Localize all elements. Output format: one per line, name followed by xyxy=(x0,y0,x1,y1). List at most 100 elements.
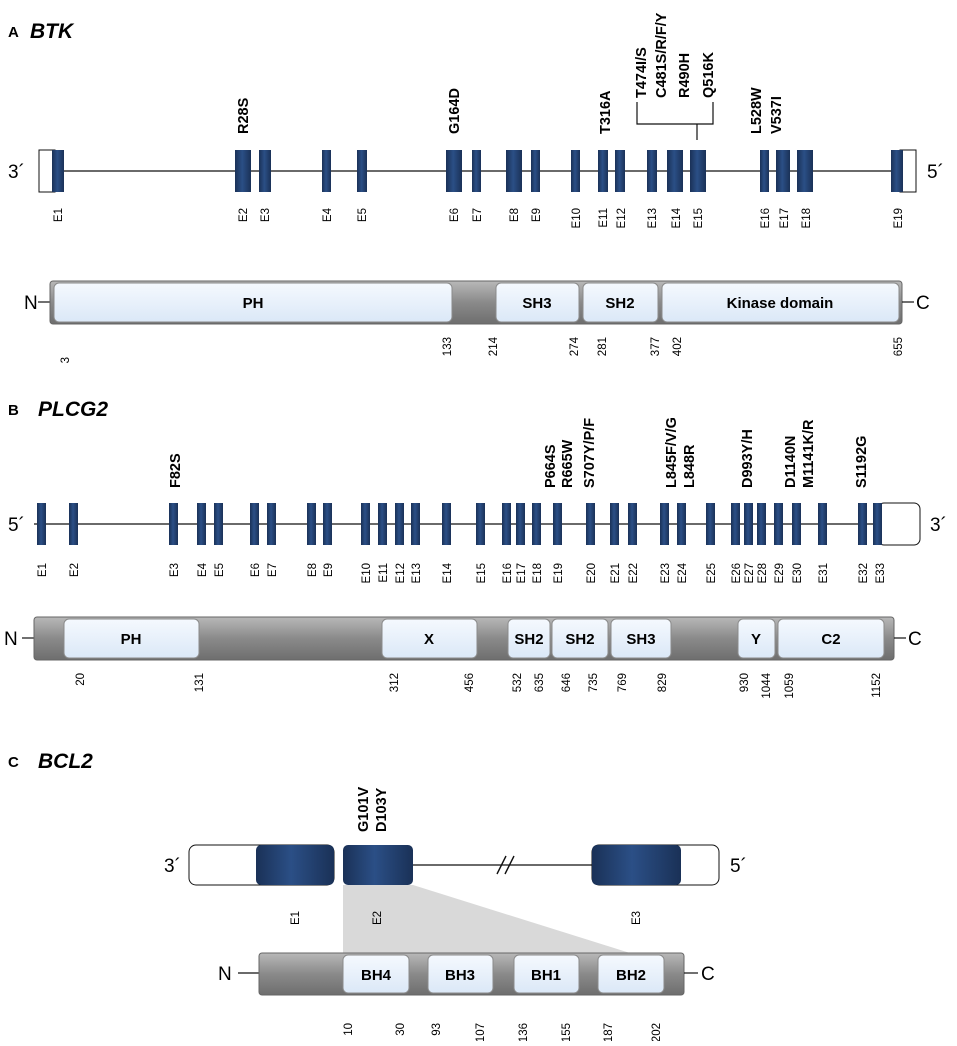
plcg2-exon-label: E4 xyxy=(197,562,209,577)
bcl2-exon-label: E1 xyxy=(290,911,302,925)
plcg2-domain-label: Y xyxy=(751,631,761,648)
bcl2-domain-labels: BH4 BH3 BH1 BH2 xyxy=(361,967,646,984)
plcg2-exon-label: E30 xyxy=(792,563,804,583)
panel-a: A BTK 3´ 5´ xyxy=(8,12,944,363)
plcg2-exon-label: E13 xyxy=(411,563,423,583)
plcg2-exons xyxy=(37,503,882,545)
plcg2-mutation-labels: F82S P664S R665W S707Y/P/F L845F/V/G L84… xyxy=(168,417,870,488)
bcl2-protein-n-label: N xyxy=(218,964,232,985)
plcg2-exon-label: E7 xyxy=(267,563,279,577)
btk-exon-label: E6 xyxy=(449,208,461,222)
bcl2-domain-bh3 xyxy=(427,954,494,994)
plcg2-exon xyxy=(307,503,316,545)
bcl2-left-end-label: 3´ xyxy=(164,856,181,877)
plcg2-exon xyxy=(169,503,178,545)
bcl2-mutation-label: G101V xyxy=(356,787,372,832)
panel-a-gene-name: BTK xyxy=(30,20,75,43)
plcg2-domain-ph xyxy=(63,618,200,659)
plcg2-exon xyxy=(706,503,715,545)
btk-exon xyxy=(647,150,657,192)
btk-mutation-label: T316A xyxy=(598,90,614,134)
btk-exon-label: E11 xyxy=(598,208,610,228)
btk-domain-sh2 xyxy=(582,282,659,323)
btk-mutation-label: L528W xyxy=(749,87,765,134)
btk-exon-label: E15 xyxy=(693,208,705,228)
bcl2-position-label: 187 xyxy=(603,1023,615,1041)
btk-exon-label: E3 xyxy=(260,208,272,222)
bcl2-domains xyxy=(342,954,665,994)
btk-position-label: 214 xyxy=(488,336,500,356)
plcg2-position-label: 1044 xyxy=(761,672,773,698)
plcg2-exon-label: E18 xyxy=(532,563,544,583)
plcg2-mutation-label: M1141K/R xyxy=(801,419,817,488)
btk-exon-label: E9 xyxy=(531,208,543,222)
plcg2-position-label: 312 xyxy=(389,673,401,692)
plcg2-mutation-label: L848R xyxy=(682,444,698,488)
plcg2-exon-label: E23 xyxy=(660,563,672,583)
bcl2-position-label: 136 xyxy=(518,1023,530,1041)
plcg2-exon-label: E28 xyxy=(757,563,769,583)
plcg2-exon xyxy=(873,503,882,545)
bcl2-domain-bh1 xyxy=(513,954,580,994)
plcg2-domain-sh2-c xyxy=(551,618,609,659)
plcg2-domain-label: PH xyxy=(121,631,142,648)
plcg2-exon-label: E19 xyxy=(553,563,565,583)
plcg2-exon xyxy=(818,503,827,545)
plcg2-exon xyxy=(378,503,387,545)
panel-b-gene-name: PLCG2 xyxy=(38,398,108,421)
bcl2-protein-c-label: C xyxy=(701,964,715,985)
bcl2-right-end-label: 5´ xyxy=(730,856,747,877)
plcg2-exon-label: E10 xyxy=(361,563,373,583)
plcg2-exon xyxy=(250,503,259,545)
btk-exon-label: E13 xyxy=(647,208,659,228)
plcg2-exon-label: E31 xyxy=(818,563,830,583)
btk-exon-label: E18 xyxy=(801,208,813,228)
btk-left-end-label: 3´ xyxy=(8,162,25,183)
btk-exon xyxy=(891,150,903,192)
plcg2-position-label: 930 xyxy=(739,673,751,692)
panel-c-gene-name: BCL2 xyxy=(38,750,93,773)
bcl2-position-label: 107 xyxy=(475,1023,487,1041)
btk-exon xyxy=(52,150,64,192)
plcg2-domain-labels: PH X SH2 SH2 SH3 Y C2 xyxy=(121,631,841,648)
plcg2-left-end-label: 5´ xyxy=(8,515,25,536)
btk-protein-n-label: N xyxy=(24,293,38,314)
btk-mutation-labels: R28S G164D T316A T474I/S C481S/R/F/Y R49… xyxy=(236,12,785,134)
plcg2-exon xyxy=(858,503,867,545)
btk-mutation-label: V537I xyxy=(769,96,785,134)
plcg2-mutation-label: L845F/V/G xyxy=(664,417,680,488)
plcg2-exon xyxy=(476,503,485,545)
plcg2-exon xyxy=(628,503,637,545)
plcg2-domain-label: SH3 xyxy=(626,631,655,648)
plcg2-exon xyxy=(69,503,78,545)
bcl2-position-labels: 10 30 93 107 136 155 187 202 xyxy=(343,1023,663,1042)
bcl2-domain-label: BH2 xyxy=(616,967,646,984)
btk-exon xyxy=(446,150,462,192)
bcl2-exon3-coding xyxy=(592,845,681,885)
btk-mutation-bracket xyxy=(636,102,714,140)
btk-exon-label: E1 xyxy=(53,208,65,222)
plcg2-protein-n-label: N xyxy=(4,629,18,650)
bcl2-domain-label: BH3 xyxy=(445,967,475,984)
btk-exon-label: E5 xyxy=(357,208,369,222)
btk-exon-label: E4 xyxy=(322,207,334,222)
btk-exon xyxy=(472,150,481,192)
plcg2-protein-c-label: C xyxy=(908,629,922,650)
btk-exon-label: E19 xyxy=(893,208,905,228)
plcg2-position-label: 131 xyxy=(194,673,206,692)
plcg2-exon-label: E26 xyxy=(731,563,743,583)
plcg2-exon xyxy=(267,503,276,545)
plcg2-exon xyxy=(502,503,511,545)
panel-b-letter: B xyxy=(8,402,19,419)
plcg2-exon-label: E9 xyxy=(323,563,335,577)
btk-position-label: 281 xyxy=(597,337,609,356)
plcg2-domain-label: SH2 xyxy=(514,631,543,648)
bcl2-domain-label: BH4 xyxy=(361,967,392,984)
plcg2-utr-right xyxy=(877,502,921,546)
plcg2-domain-sh3 xyxy=(610,618,672,659)
plcg2-exon-label: E12 xyxy=(395,563,407,583)
plcg2-exon xyxy=(532,503,541,545)
plcg2-exon xyxy=(610,503,619,545)
panel-c: C BCL2 3´ 5´ E1 E2 E3 G101V D103Y N C xyxy=(8,750,747,1042)
